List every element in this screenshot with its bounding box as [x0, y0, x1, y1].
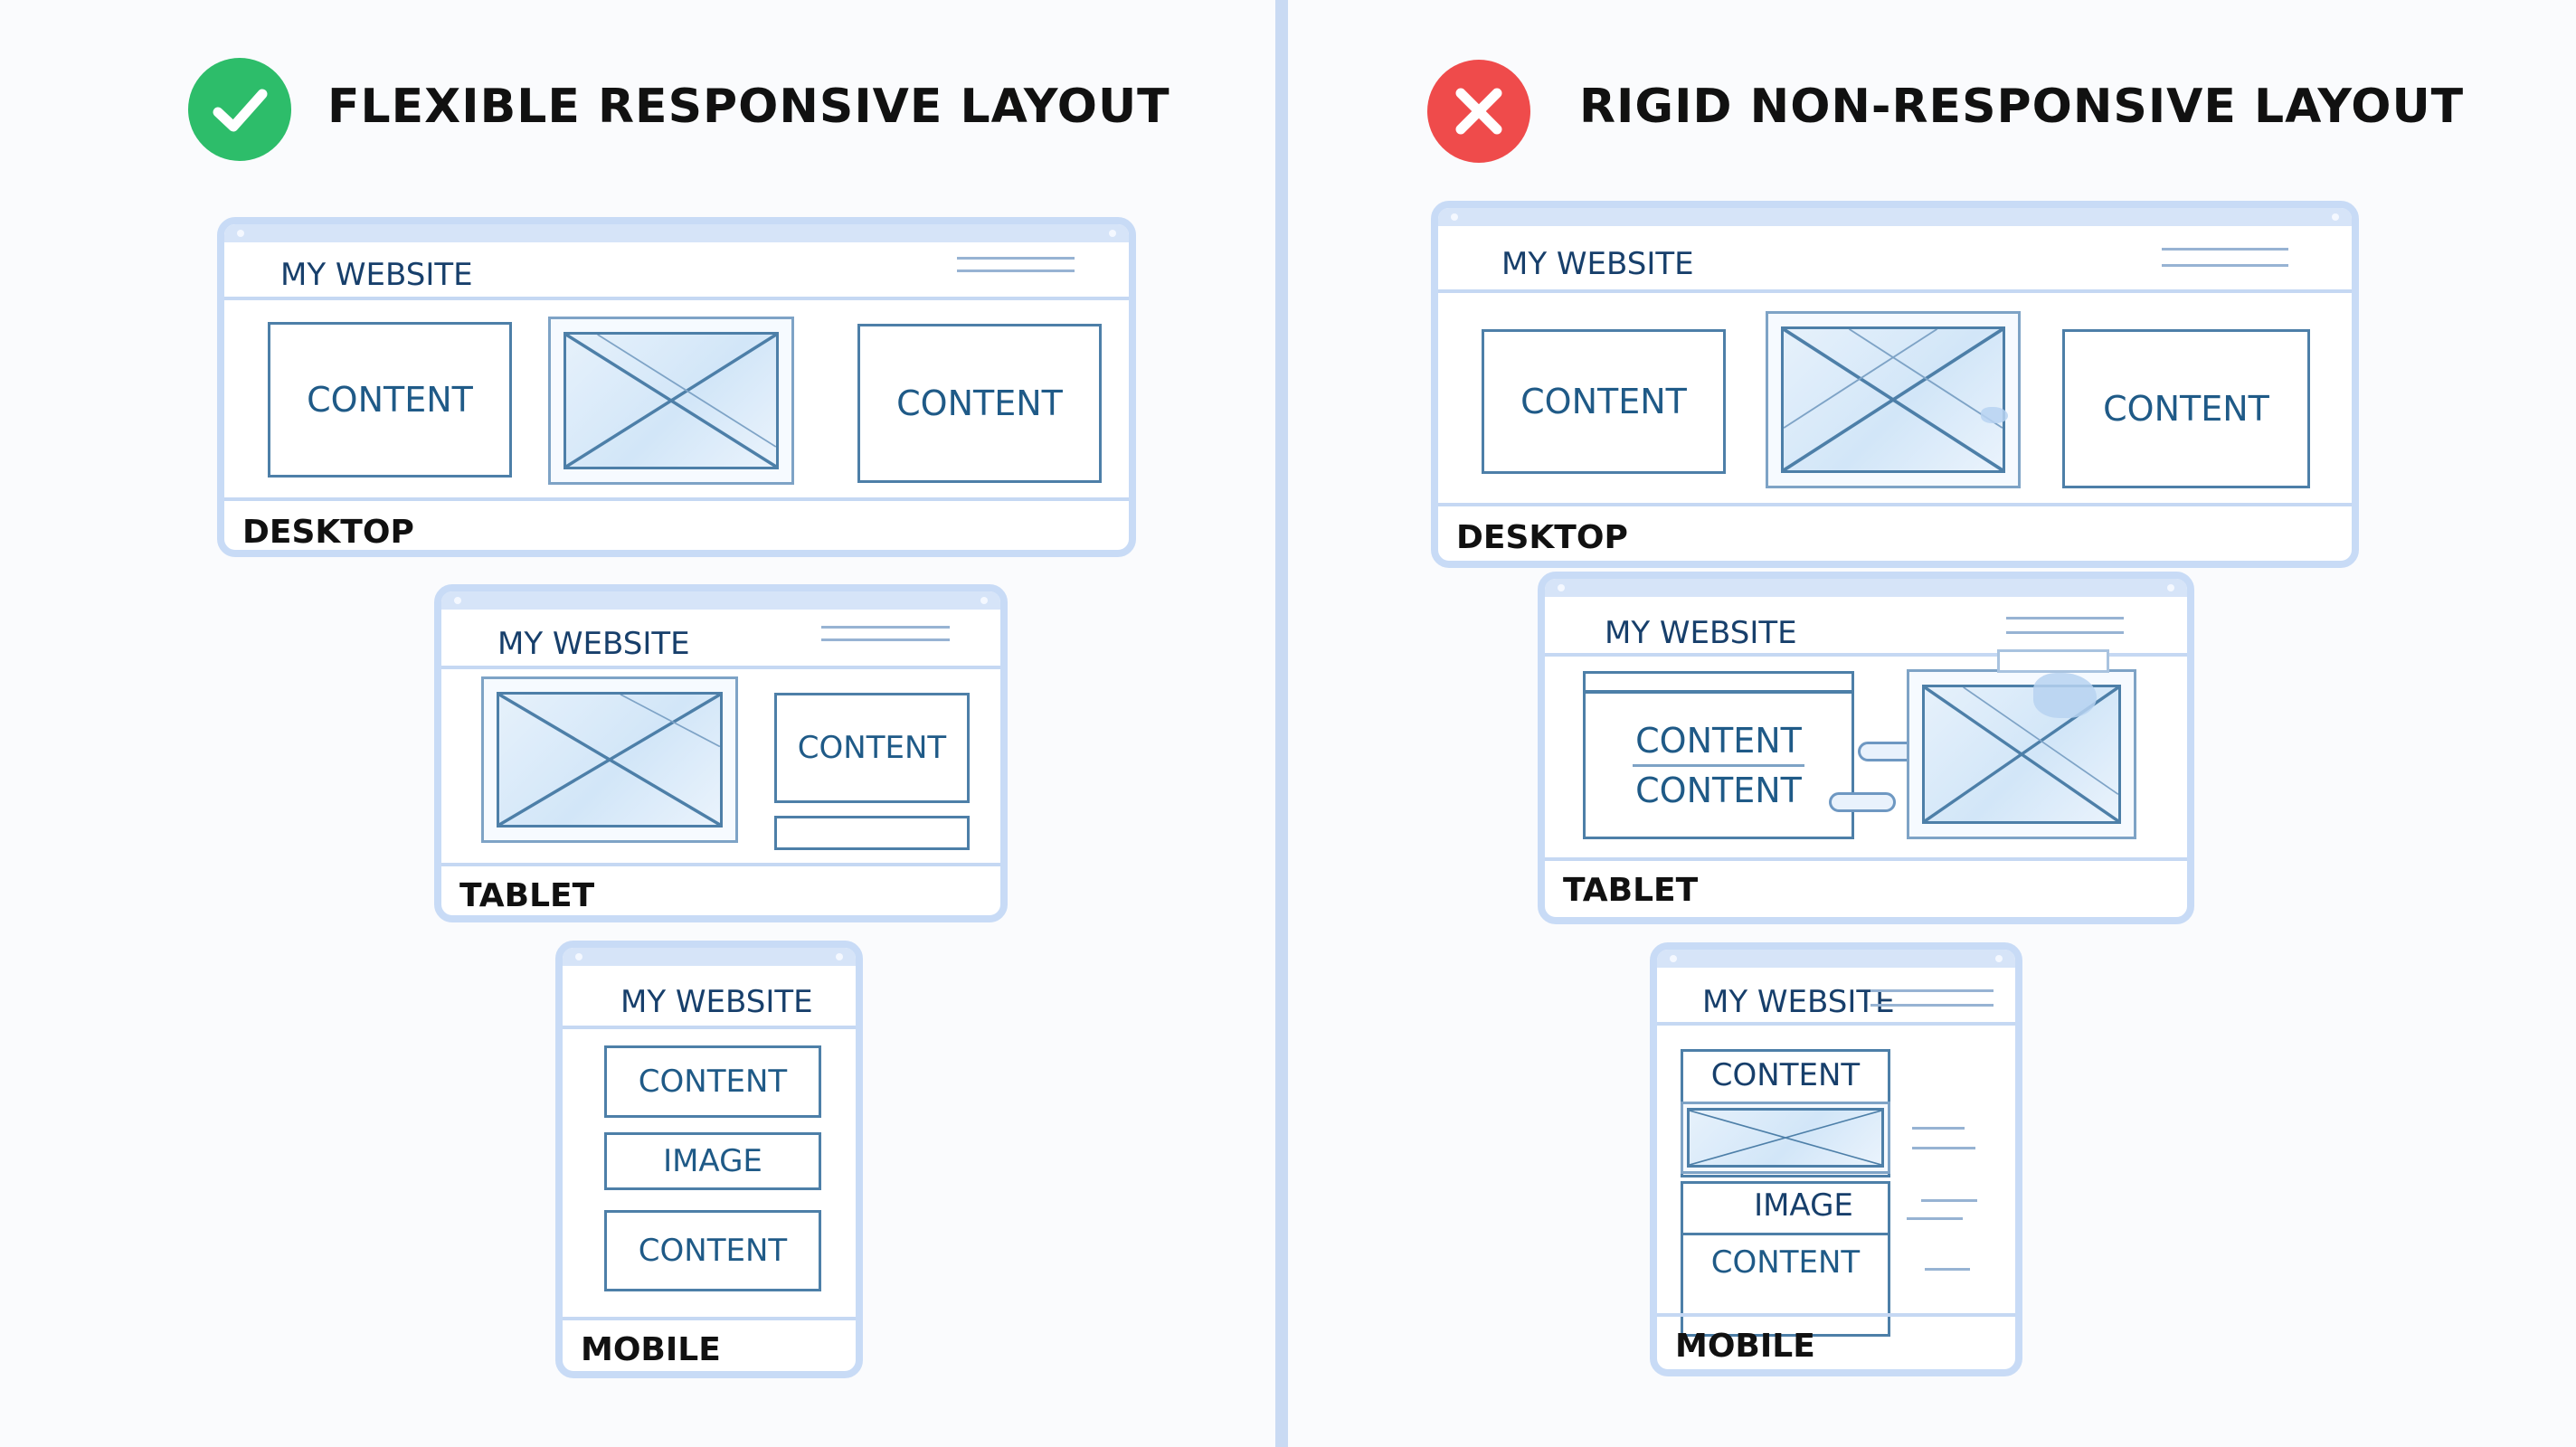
menu-line: [2006, 631, 2124, 634]
window-dot: [1670, 955, 1677, 962]
content-box-overflow: CONTENT CONTENT: [1583, 691, 1854, 839]
menu-line: [2006, 617, 2124, 619]
footer-separator: [1657, 1313, 2015, 1317]
menu-line: [821, 626, 950, 629]
window-dot: [2167, 584, 2174, 591]
device-label: MOBILE: [1675, 1328, 1815, 1365]
left-mobile-mockup: MY WEBSITE CONTENT IMAGE CONTENT MOBILE: [555, 941, 863, 1378]
overflow-line: [1921, 1199, 1977, 1202]
image-box: IMAGE: [604, 1132, 821, 1190]
window-dot: [1109, 230, 1116, 237]
right-mobile-mockup: MY WEBSITE CONTENT IMAGE CONTENT MOBILE: [1650, 942, 2022, 1376]
content-box: CONTENT: [268, 322, 512, 478]
right-heading: RIGID NON-RESPONSIVE LAYOUT: [1579, 80, 2465, 134]
menu-line: [2162, 264, 2288, 267]
overflow-artifact: [2033, 673, 2097, 718]
header-separator: [1657, 1022, 2015, 1026]
header-separator: [1545, 653, 2187, 657]
footer-separator: [1438, 503, 2352, 506]
overflow-line: [1912, 1127, 1965, 1130]
header-separator: [563, 1026, 856, 1029]
content-box: CONTENT: [604, 1045, 821, 1118]
site-title: MY WEBSITE: [1605, 615, 1797, 651]
window-dot: [237, 230, 244, 237]
right-tablet-mockup: MY WEBSITE CONTENT CONTENT TABLET: [1538, 572, 2194, 924]
menu-line: [2162, 248, 2288, 251]
browser-titlebar: [1545, 579, 2187, 597]
image-placeholder-overflow: [1681, 1102, 1890, 1174]
left-heading: FLEXIBLE RESPONSIVE LAYOUT: [327, 80, 1170, 134]
footer-separator: [563, 1317, 856, 1320]
text-strike: [1681, 1233, 1890, 1235]
header-separator: [441, 666, 1000, 669]
site-title: MY WEBSITE: [1501, 246, 1694, 282]
left-tablet-mockup: MY WEBSITE CONTENT TABLET: [434, 584, 1008, 922]
window-dot: [2332, 213, 2339, 221]
overflow-line: [1912, 1147, 1975, 1149]
browser-titlebar: [224, 224, 1129, 242]
window-dot: [1995, 955, 2003, 962]
browser-titlebar: [563, 948, 856, 966]
text-strike: [1633, 763, 1804, 767]
menu-line: [1870, 989, 1994, 992]
image-placeholder: [548, 317, 794, 485]
site-title: MY WEBSITE: [280, 257, 473, 293]
header-separator: [224, 297, 1129, 300]
overflow-connector: [1829, 792, 1896, 812]
window-dot: [1451, 213, 1458, 221]
overlap-bar: [1583, 671, 1854, 693]
device-label: TABLET: [1563, 872, 1699, 909]
content-placeholder-bar: [774, 816, 970, 850]
content-box: CONTENT: [1482, 329, 1726, 474]
overflow-artifact: [1981, 407, 2008, 423]
menu-line: [1870, 1004, 1994, 1007]
site-title: MY WEBSITE: [1702, 984, 1895, 1020]
overflow-line: [1907, 1217, 1963, 1220]
cross-icon: [1427, 60, 1530, 163]
device-label: MOBILE: [581, 1331, 721, 1368]
content-box: CONTENT: [857, 324, 1102, 483]
content-box: CONTENT: [774, 693, 970, 803]
window-dot: [454, 597, 461, 604]
device-label: TABLET: [459, 877, 595, 914]
browser-titlebar: [1657, 950, 2015, 968]
left-desktop-mockup: MY WEBSITE CONTENT CONTENT DESKTOP: [217, 217, 1136, 557]
menu-line: [957, 257, 1075, 260]
window-dot: [575, 953, 582, 960]
site-title: MY WEBSITE: [497, 626, 690, 662]
content-box-overflow: IMAGE CONTENT: [1681, 1181, 1890, 1337]
content-box: CONTENT: [2062, 329, 2310, 488]
window-dot: [836, 953, 843, 960]
device-label: DESKTOP: [1456, 519, 1628, 556]
image-placeholder: [1766, 311, 2021, 488]
footer-separator: [224, 497, 1129, 501]
image-placeholder-overflow: [1907, 669, 2136, 839]
menu-line: [957, 270, 1075, 272]
image-placeholder: [481, 676, 738, 843]
site-title: MY WEBSITE: [620, 984, 813, 1020]
device-label: DESKTOP: [242, 514, 414, 551]
center-divider: [1275, 0, 1288, 1447]
browser-titlebar: [441, 591, 1000, 610]
overflow-artifact: [1997, 649, 2109, 673]
footer-separator: [441, 863, 1000, 866]
window-dot: [1558, 584, 1565, 591]
right-desktop-mockup: MY WEBSITE CONTENT CONTENT DESKTOP: [1431, 201, 2359, 568]
footer-separator: [1545, 857, 2187, 861]
content-box: CONTENT: [604, 1210, 821, 1291]
check-icon: [188, 58, 291, 161]
window-dot: [980, 597, 988, 604]
menu-line: [821, 638, 950, 641]
overflow-line: [1925, 1268, 1970, 1271]
header-separator: [1438, 289, 2352, 293]
browser-titlebar: [1438, 208, 2352, 226]
